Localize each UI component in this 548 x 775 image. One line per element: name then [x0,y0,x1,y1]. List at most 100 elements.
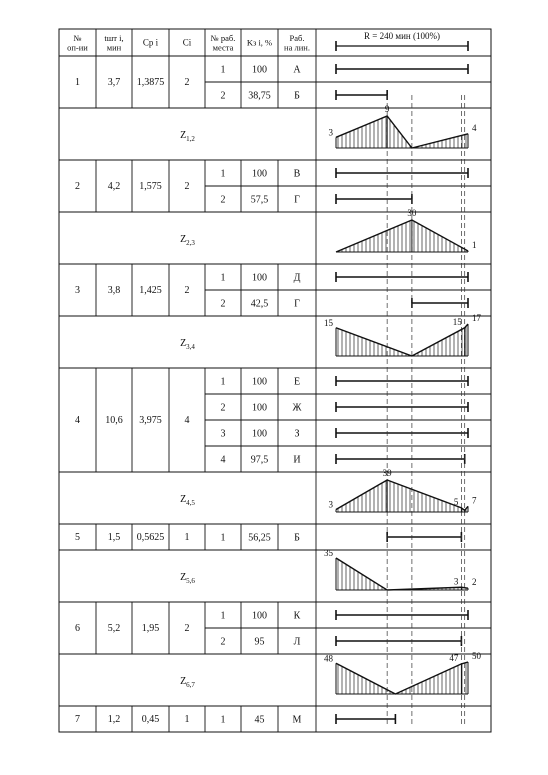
worker-letter: Л [294,637,301,648]
backlog-band: Z5,6 35 3 2 [180,548,477,591]
op-piece-time: 4,2 [108,181,121,192]
backlog-value: 15 [324,318,334,328]
load-factor: 100 [252,273,267,284]
op-number: 7 [75,714,80,725]
header-calc-stations: Cр i [143,38,159,48]
workplace-number: 1 [221,273,226,284]
worker-letter: Б [294,91,300,102]
load-factor: 56,25 [248,533,271,544]
header-piece-time: tшт i,мин [104,33,123,53]
worker-letter: Г [294,195,300,206]
op-piece-time: 1,2 [108,714,121,725]
backlog-value: 15 [453,317,463,327]
backlog-band: Z4,5 3 39 5 7 [180,468,477,513]
workplace-number: 2 [221,91,226,102]
worker-letter: М [293,715,302,726]
op-calc-stations: 1,3875 [137,77,165,88]
workplace-number: 1 [221,377,226,388]
op-calc-stations: 0,5625 [137,532,165,543]
backlog-value: 3 [454,576,459,586]
backlog-value: 35 [324,548,334,558]
backlog-label: Z3,4 [180,338,195,351]
backlog-label: Z5,6 [180,572,195,585]
header-workplace: № раб.места [211,33,236,53]
backlog-band: Z2,3 30 1 [180,208,477,253]
backlog-curve [335,557,469,591]
op-number: 6 [75,623,80,634]
load-factor: 95 [255,637,265,648]
workplace-number: 1 [221,65,226,76]
backlog-value: 30 [407,208,417,218]
backlog-value: 2 [472,577,477,587]
backlog-hatch [336,558,468,590]
worker-letter: Б [294,533,300,544]
backlog-value: 7 [472,495,477,505]
load-factor: 38,75 [248,91,271,102]
workplace-number: 4 [221,455,226,466]
backlog-label: Z2,3 [180,234,195,247]
op-number: 4 [75,415,80,426]
workplace-number: 1 [221,169,226,180]
worker-letter: Ж [293,403,302,414]
op-piece-time: 10,6 [105,415,123,426]
backlog-hatch [336,116,468,148]
workplace-number: 2 [221,637,226,648]
load-factor: 100 [252,429,267,440]
load-factor: 100 [252,403,267,414]
backlog-value: 39 [383,468,393,478]
op-calc-stations: 1,575 [139,181,162,192]
worker-letter: А [293,65,301,76]
op-stations: 1 [185,532,190,543]
load-factor: 57,5 [251,195,269,206]
worker-letter: Д [294,273,301,284]
backlog-value: 3 [329,127,334,137]
workplace-number: 2 [221,299,226,310]
op-piece-time: 3,7 [108,77,121,88]
load-factor: 100 [252,611,267,622]
header-period: R = 240 мин (100%) [364,31,440,41]
backlog-value: 5 [454,497,459,507]
workplace-number: 2 [221,403,226,414]
worker-letter: Е [294,377,300,388]
op-stations: 2 [185,77,190,88]
backlog-value: 3 [329,500,334,510]
worker-letter: В [294,169,301,180]
worker-letter: К [294,611,301,622]
backlog-value: 9 [385,104,390,114]
op-stations: 1 [185,714,190,725]
op-calc-stations: 1,425 [139,285,162,296]
backlog-value: 1 [472,240,477,250]
workplace-number: 1 [221,611,226,622]
backlog-value: 48 [324,653,334,663]
op-number: 3 [75,285,80,296]
backlog-label: Z4,5 [180,494,195,507]
operation-row: 1 3,7 1,3875 2 1 100 А 2 38,75 Б [75,64,469,102]
workplace-number: 2 [221,195,226,206]
op-stations: 2 [185,623,190,634]
header-load-factor: Kз i, % [247,38,272,48]
backlog-hatch [336,480,468,512]
load-factor: 100 [252,377,267,388]
backlog-value: 17 [472,313,482,323]
backlog-band: Z3,4 15 15 17 [180,313,482,357]
op-piece-time: 3,8 [108,285,121,296]
op-number: 2 [75,181,80,192]
operation-row: 6 5,2 1,95 2 1 100 К 2 95 Л [75,610,469,648]
header-worker: Раб.на лин. [284,33,310,53]
load-factor: 97,5 [251,455,269,466]
op-piece-time: 5,2 [108,623,121,634]
op-number: 5 [75,532,80,543]
op-calc-stations: 1,95 [142,623,160,634]
op-number: 1 [75,77,80,88]
load-factor: 45 [255,715,265,726]
load-factor: 100 [252,65,267,76]
